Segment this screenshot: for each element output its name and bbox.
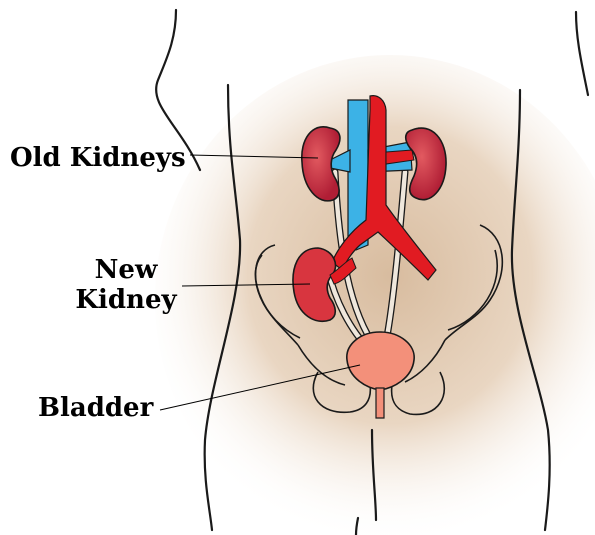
label-new-kidney: New Kidney [70, 255, 182, 315]
label-new-kidney-line2: Kidney [70, 285, 182, 315]
label-old-kidneys: Old Kidneys [10, 143, 186, 173]
label-new-kidney-line1: New [70, 255, 182, 285]
urethra [376, 388, 384, 418]
label-bladder: Bladder [38, 393, 153, 423]
